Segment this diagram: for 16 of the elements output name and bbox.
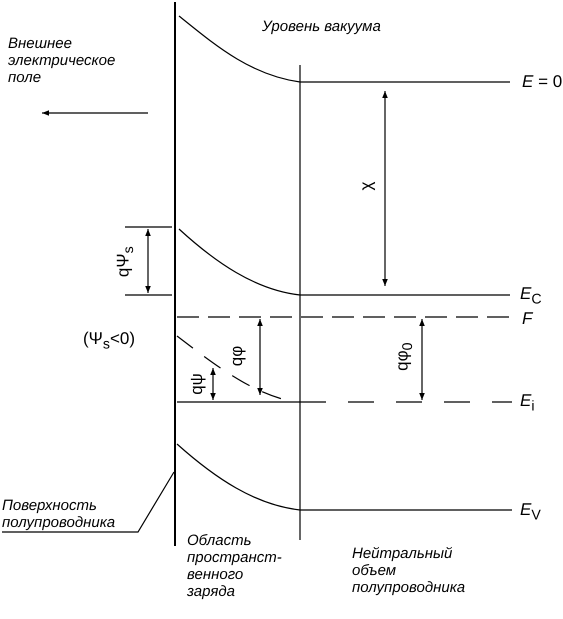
surface-label: Поверхность полупроводника bbox=[2, 497, 137, 531]
dimension-label: qφ bbox=[227, 346, 248, 366]
level-label: F bbox=[522, 310, 534, 327]
level-label: E$_{C}$ bbox=[520, 285, 543, 308]
dimension-label: qψ bbox=[186, 373, 207, 395]
surface-line bbox=[174, 2, 176, 546]
leader-line bbox=[2, 472, 175, 533]
field-label: Внешнее электрическое поле bbox=[8, 35, 116, 86]
dimension-label: χ bbox=[356, 182, 376, 190]
condition-label: (Ψ$_{s}$<0) bbox=[83, 330, 136, 354]
level-label: E = 0 bbox=[522, 73, 563, 90]
level-label: Уровень вакуума bbox=[262, 18, 382, 35]
region-label: Область пространст- венного заряда bbox=[187, 532, 283, 600]
region-label: Нейтральный объем полупроводника bbox=[352, 545, 466, 596]
level-label: E$_{i}$ bbox=[520, 392, 536, 416]
level-label: E$_{V}$ bbox=[520, 501, 542, 524]
